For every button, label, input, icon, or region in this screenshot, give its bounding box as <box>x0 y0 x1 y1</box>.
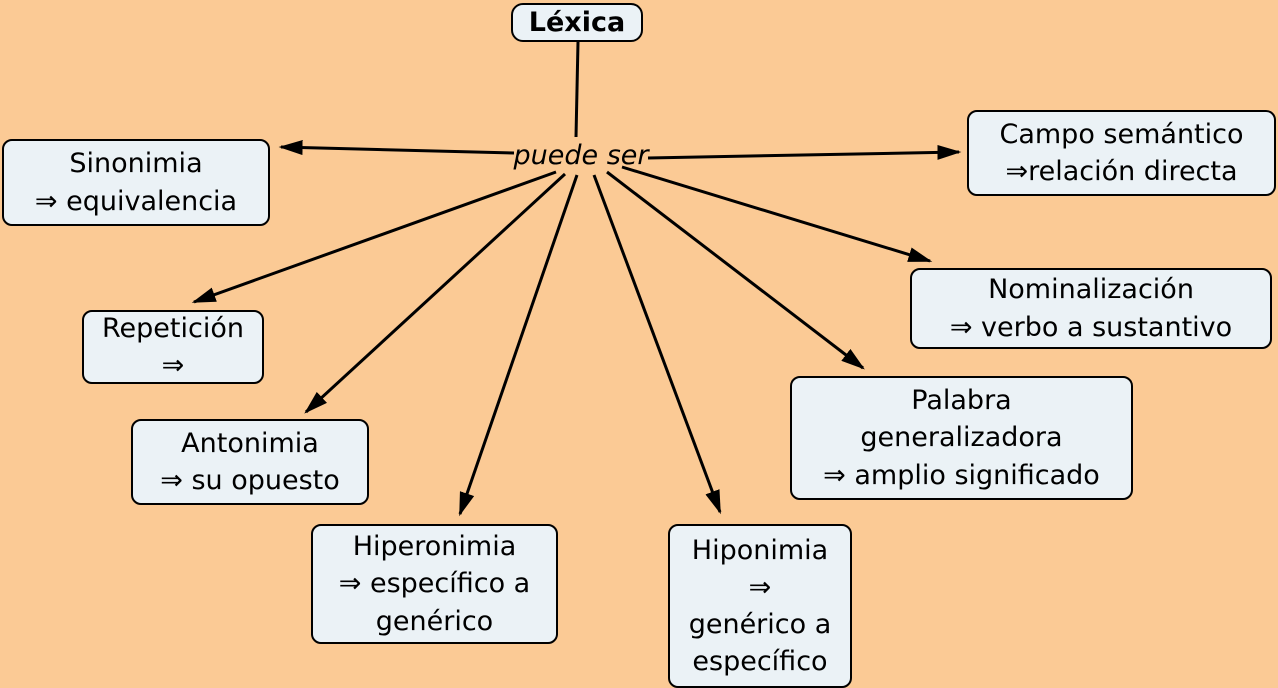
arrow-to-hiperonimia <box>458 174 579 517</box>
node-nominalizacion[interactable]: Nominalización ⇒ verbo a sustantivo <box>910 268 1272 349</box>
node-lexica[interactable]: Léxica <box>511 3 643 42</box>
node-palabra-generalizadora[interactable]: Palabra generalizadora ⇒ amplio signific… <box>790 376 1133 500</box>
node-repeticion[interactable]: Repetición ⇒ <box>82 310 264 384</box>
node-hiponimia[interactable]: Hiponimia ⇒ genérico a específico <box>668 524 852 688</box>
node-campo-semantico[interactable]: Campo semántico ⇒relación directa <box>967 110 1276 196</box>
arrow-to-hiponimia <box>592 174 722 515</box>
arrow-to-nominalizacion <box>621 165 933 263</box>
node-sinonimia[interactable]: Sinonimia ⇒ equivalencia <box>2 139 270 226</box>
node-antonimia[interactable]: Antonimia ⇒ su opuesto <box>131 419 369 505</box>
link-lexica-to-puede-ser <box>574 41 580 138</box>
arrow-to-repeticion <box>191 170 557 304</box>
linking-phrase-puede-ser[interactable]: puede ser <box>513 140 649 171</box>
node-hiperonimia[interactable]: Hiperonimia ⇒ específico a genérico <box>311 524 558 644</box>
arrow-to-antonimia <box>304 172 567 414</box>
arrow-to-campo-semantico <box>647 144 962 160</box>
arrow-to-palabra-generalizadora <box>606 170 865 370</box>
arrow-to-sinonimia <box>278 140 515 156</box>
